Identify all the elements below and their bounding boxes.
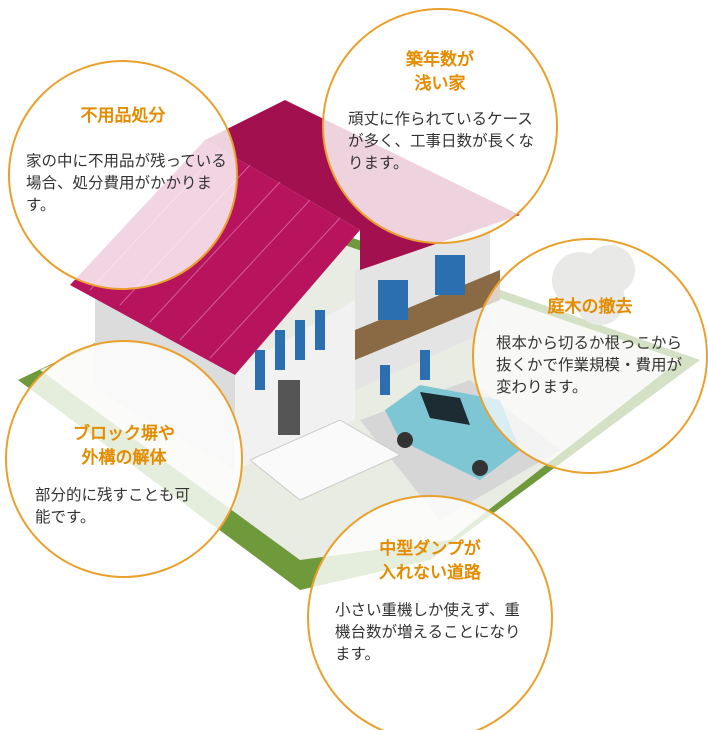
callout-title-line1: ブロック塀や — [73, 424, 175, 444]
callout-narrow-road: 中型ダンプが 入れない道路 小さい重機しか使えず、重機台数が増えることになります… — [307, 495, 553, 730]
callout-title-line1: 中型ダンプが — [379, 539, 481, 559]
callout-body: 頑丈に作られているケースが多く、工事日数が長くなります。 — [348, 110, 535, 172]
callout-body: 根本から切るか根っこから抜くかで作業規模・費用が変わります。 — [496, 334, 683, 396]
door — [278, 380, 300, 435]
callout-title-line1: 築年数が — [406, 50, 474, 70]
callout-garden-trees: 庭木の撤去 根本から切るか根っこから抜くかで作業規模・費用が変わります。 — [472, 238, 708, 474]
callout-body: 部分的に残すことも可能です。 — [35, 486, 191, 526]
callout-new-building: 築年数が 浅い家 頑丈に作られているケースが多く、工事日数が長くなります。 — [322, 8, 558, 244]
callout-title-line2: 入れない道路 — [379, 563, 481, 583]
windows — [255, 255, 465, 395]
callout-title: 庭木の撤去 — [547, 297, 633, 317]
entrance-steps — [249, 419, 402, 501]
roof-left — [70, 140, 360, 375]
callout-body: 家の中に不用品が残っている場合、処分費用がかかります。 — [26, 152, 227, 214]
callout-title: 不用品処分 — [80, 106, 166, 126]
callout-block-wall: ブロック塀や 外構の解体 部分的に残すことも可能です。 — [5, 340, 243, 578]
callout-body: 小さい重機しか使えず、重機台数が増えることになります。 — [335, 601, 521, 663]
callout-unwanted-items: 不用品処分 家の中に不用品が残っている場合、処分費用がかかります。 — [8, 60, 238, 290]
callout-title-line2: 外構の解体 — [81, 448, 167, 468]
callout-title-line2: 浅い家 — [414, 74, 466, 94]
